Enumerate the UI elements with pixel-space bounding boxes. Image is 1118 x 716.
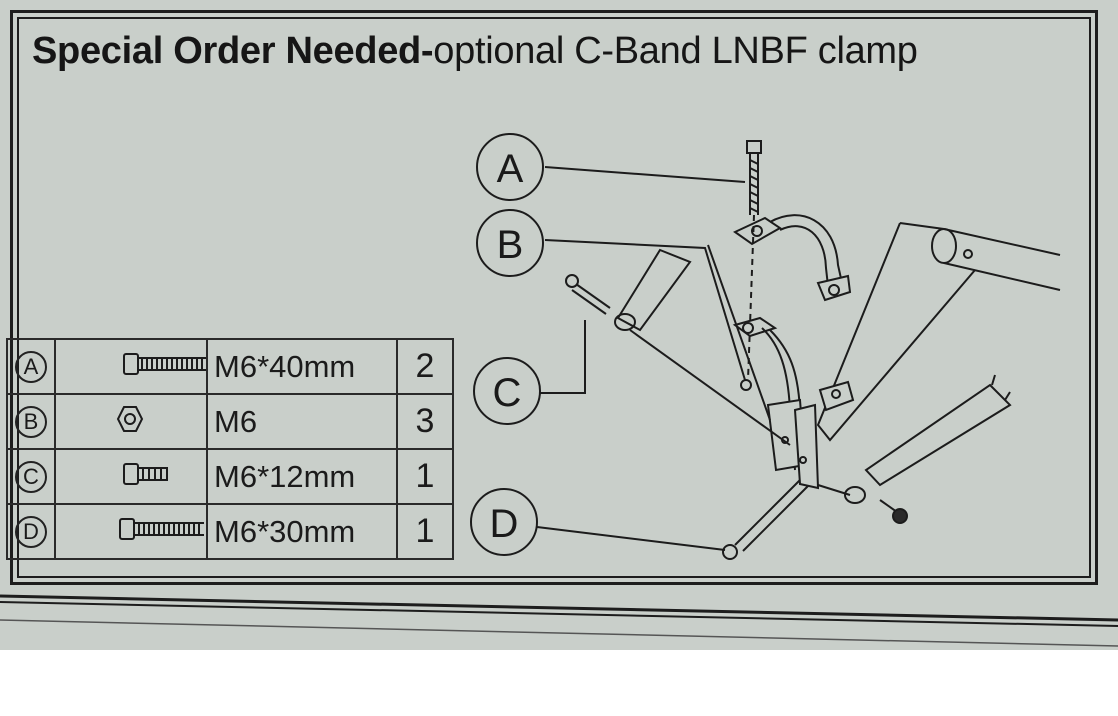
bottom-rule-lines [0,594,1118,647]
callout-d-circle [470,488,538,556]
lower-strut-drawing [817,374,1012,524]
leader-a [544,166,746,183]
bolt-short-icon [123,463,168,485]
hex-nut-icon [116,406,144,432]
leader-c [540,320,586,394]
page-title: Special Order Needed-optional C-Band LNB… [32,30,918,73]
part-letter: B [15,405,47,438]
pipe-clamp-drawing [733,214,852,302]
part-qty: 1 [396,503,454,560]
table-row: B M6 3 [6,393,454,450]
part-size: M6*40mm [206,338,398,395]
bolt-d-drawing [722,479,809,560]
page-frame [10,10,1098,585]
callout-b-label: B [497,223,524,267]
clamp-assembly-diagram: A B C D [470,133,1061,560]
part-letter: C [15,460,47,493]
part-qty: 3 [396,393,454,450]
instruction-sheet: Special Order Needed-optional C-Band LNB… [0,0,1118,650]
callout-d-label: D [490,502,519,546]
part-size: M6*30mm [206,503,398,560]
bolt-medium-icon [119,518,204,540]
parts-table: A M6*40mm 2 B [6,338,454,560]
title-bold: Special Order Needed- [32,30,434,72]
table-row: A M6*40mm 2 [6,338,454,395]
feed-arm-drawing [816,222,1061,442]
mount-bracket-drawing [732,316,820,490]
callout-b-circle [476,209,544,277]
part-size: M6*12mm [206,448,398,505]
part-letter: D [15,515,47,548]
table-row: C M6*12mm 1 [6,448,454,505]
callout-a-circle [476,133,544,201]
bolt-long-icon [123,353,234,375]
title-normal: optional C-Band LNBF clamp [433,30,918,72]
part-qty: 2 [396,338,454,395]
part-letter: A [15,350,47,383]
callout-c-label: C [493,371,522,415]
bolt-c-drawing [565,274,611,315]
callout-c-circle [473,357,541,425]
leader-d [536,526,726,551]
part-qty: 1 [396,448,454,505]
callout-a-label: A [497,147,524,191]
leader-b [544,239,746,381]
bolt-a-drawing [746,140,762,215]
support-strut-drawing [614,244,791,446]
table-row: D M6*30mm 1 [6,503,454,560]
part-size: M6 [206,393,398,450]
